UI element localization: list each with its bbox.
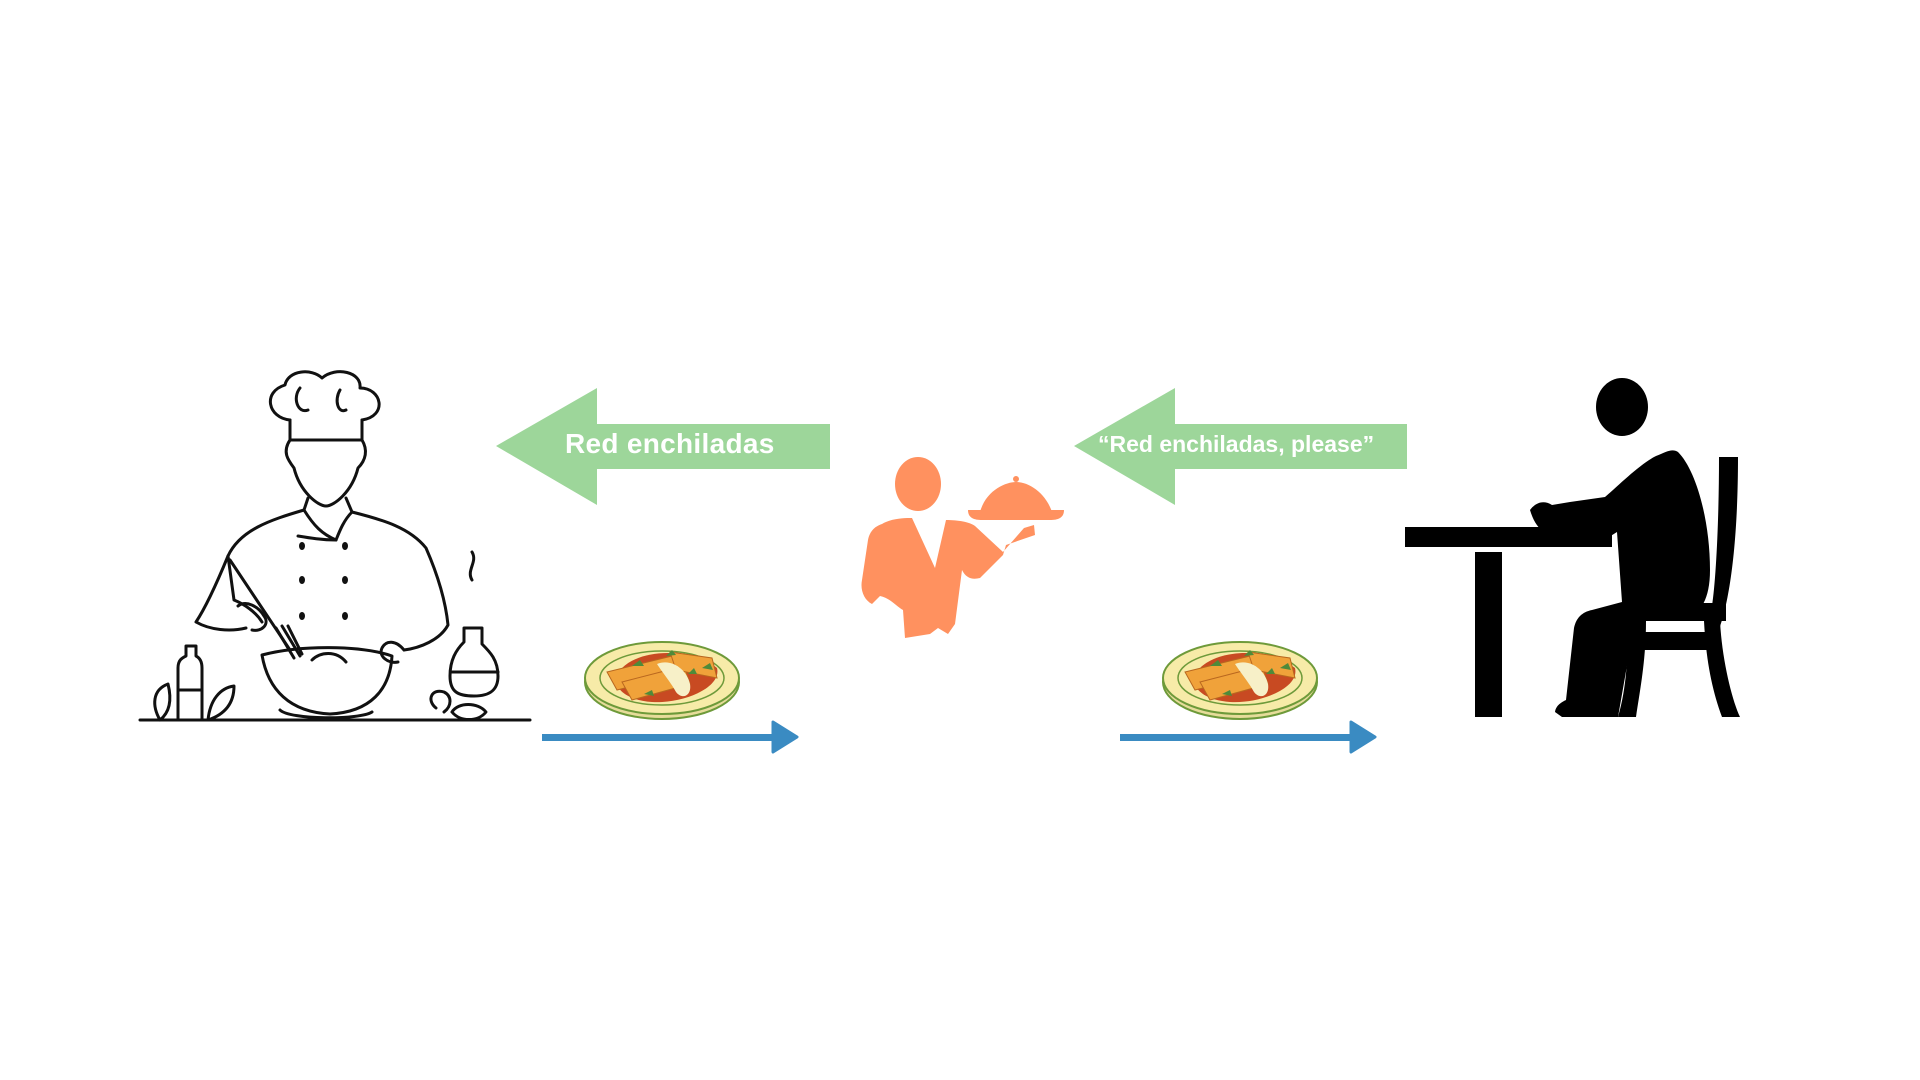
enchilada-plate-icon [1162,641,1318,720]
chef-icon [138,370,532,722]
request-label-to-chef: Red enchiladas [565,428,775,459]
waiter-icon [861,457,1064,638]
response-arrow-to-diner [1120,720,1377,754]
request-arrow-to-waiter [1074,388,1407,505]
request-arrow-to-chef [496,388,830,505]
request-label-to-waiter: “Red enchiladas, please” [1098,431,1375,457]
enchilada-plate-icon [584,641,740,720]
diner-icon [1405,378,1740,717]
response-arrow-to-waiter [542,720,799,754]
